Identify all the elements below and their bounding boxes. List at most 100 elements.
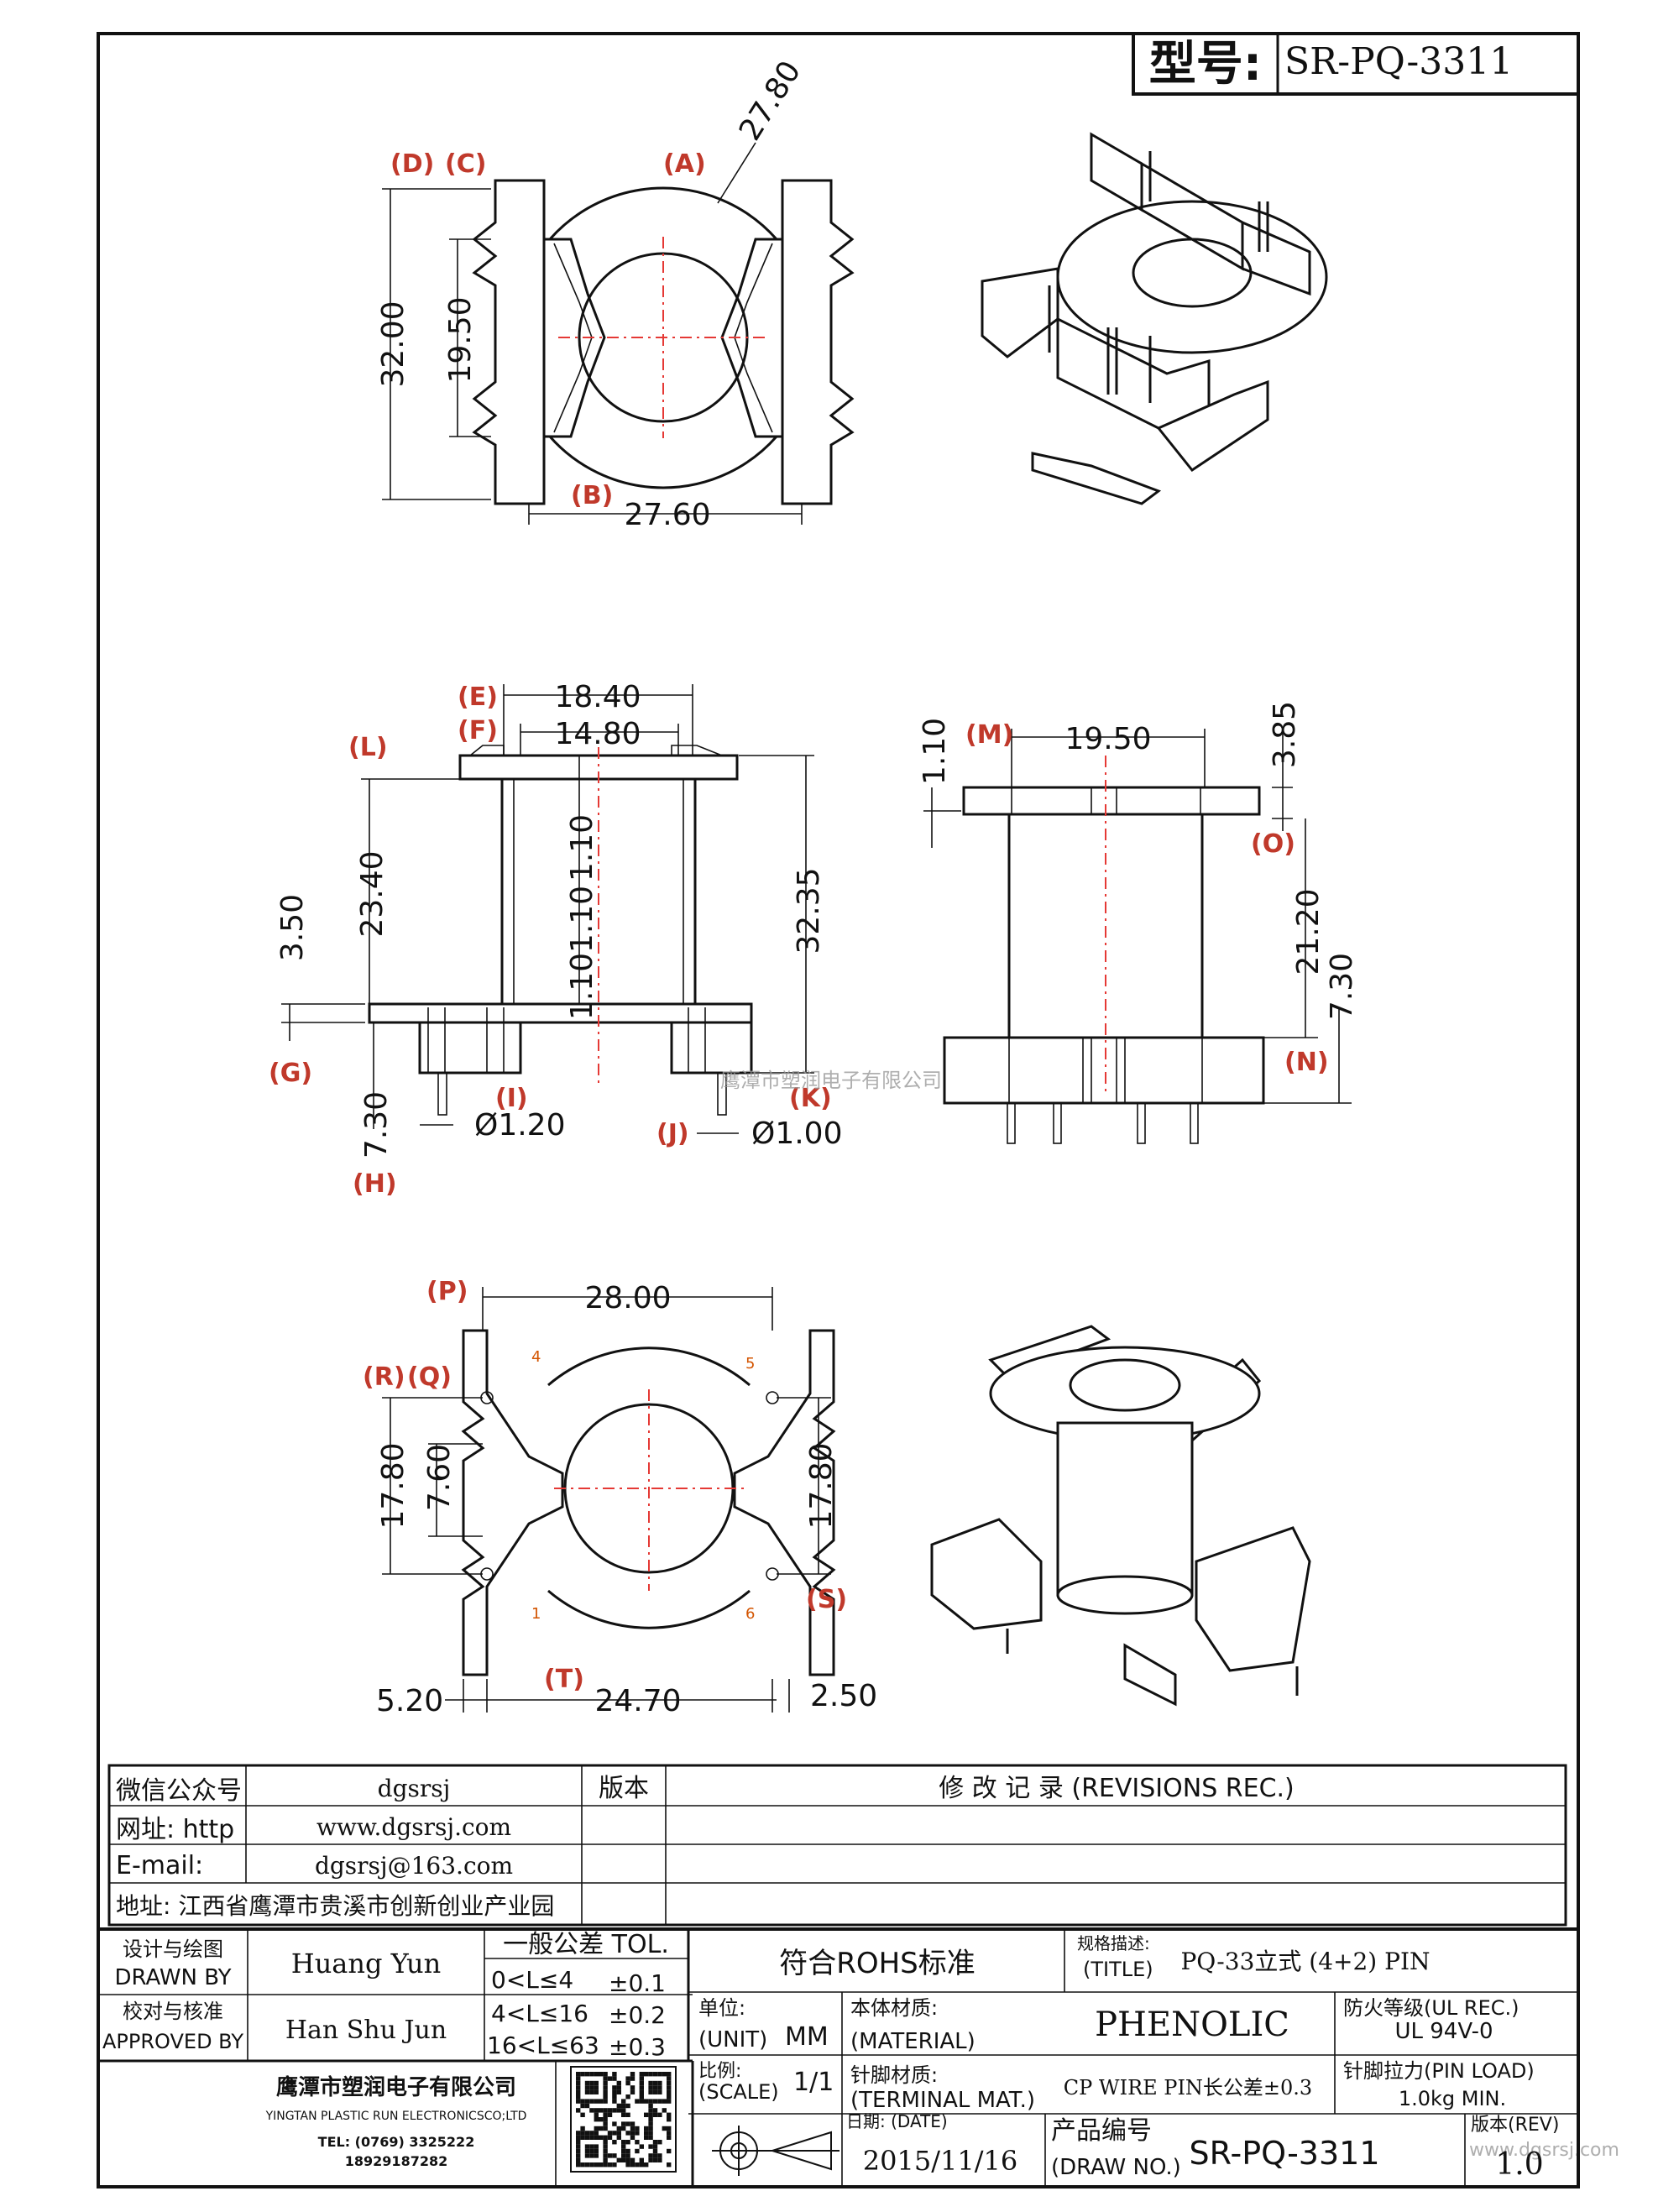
title-en: (TITLE) (1083, 1958, 1153, 1981)
dim-1-10-side: 1.10 (918, 718, 952, 785)
version-header: 版本 (599, 1774, 649, 1803)
dim-28-00: 28.00 (584, 1281, 671, 1315)
model-label: 型号: (1149, 37, 1262, 92)
dim-21-20: 21.20 (1291, 888, 1326, 975)
approved-cn: 校对与核准 (123, 2000, 223, 2023)
dim-32-00: 32.00 (376, 301, 411, 387)
terminal-value: CP WIRE PIN长公差±0.3 (1064, 2076, 1312, 2100)
title-block-grid (97, 1927, 1580, 2188)
pin-load-label: 针脚拉力(PIN LOAD) (1343, 2059, 1535, 2083)
dim-2-50: 2.50 (810, 1679, 877, 1713)
ul-value: UL 94V-0 (1394, 2019, 1493, 2044)
side-view: 19.50 1.10 3.85 21.20 7.30 (M) (O) (N) (918, 701, 1359, 1144)
tol-value-1: ±0.1 (609, 1969, 666, 1997)
qr-code (570, 2066, 677, 2173)
pin-number-5: 5 (745, 1355, 755, 1373)
drawno-en: (DRAW NO.) (1051, 2155, 1181, 2180)
scale-value: 1/1 (793, 2068, 834, 2097)
company-en: YINGTAN PLASTIC RUN ELECTRONICSCO;LTD (265, 2110, 527, 2123)
tolerance-title: 一般公差 TOL. (503, 1930, 669, 1959)
dim-17-80-left: 17.80 (376, 1442, 411, 1529)
dim-1-10-c: 1.10 (565, 953, 599, 1020)
iso-view-bottom (930, 1325, 1311, 1707)
tol-range-3: 16<L≤63 (487, 2032, 599, 2059)
date-value: 2015/11/16 (863, 2145, 1017, 2177)
rohs-text: 符合ROHS标准 (779, 1947, 975, 1980)
address-text: 地址: 江西省鹰潭市贵溪市创新创业产业园 (116, 1892, 554, 1920)
pin-number-1: 1 (531, 1605, 541, 1623)
front-view: 18.40 14.80 23.40 3.50 1.10 1.10 1.10 32… (269, 680, 843, 1199)
drawno-cn: 产品编号 (1051, 2116, 1152, 2146)
terminal-cn: 针脚材质: (850, 2063, 938, 2087)
dim-27-80: 27.80 (733, 55, 808, 147)
revisions-header: 修 改 记 录 (REVISIONS REC.) (939, 1774, 1295, 1803)
title-cn: 规格描述: (1077, 1933, 1150, 1953)
dim-7-30-front: 7.30 (359, 1091, 394, 1158)
rev-value: 1.0 (1495, 2147, 1543, 2182)
dim-pin-1-00: Ø1.00 (751, 1116, 843, 1151)
label-l: (L) (348, 733, 388, 762)
iso-view-top (981, 132, 1328, 505)
dim-23-40: 23.40 (355, 850, 390, 937)
unit-cn: 单位: (698, 1996, 745, 2020)
company-cn: 鹰潭市塑润电子有限公司 (276, 2074, 516, 2100)
label-o: (O) (1251, 829, 1295, 859)
label-g: (G) (269, 1059, 312, 1088)
drawn-name: Huang Yun (291, 1948, 441, 1979)
dim-3-50: 3.50 (275, 894, 310, 961)
pin-load-value: 1.0kg MIN. (1399, 2087, 1506, 2110)
label-h: (H) (353, 1169, 397, 1199)
website-value: www.dgsrsj.com (316, 1813, 511, 1841)
company-tel: TEL: (0769) 3325222 (318, 2134, 475, 2150)
dim-3-85: 3.85 (1268, 701, 1302, 768)
label-e: (E) (458, 682, 498, 712)
dim-5-20: 5.20 (376, 1684, 443, 1718)
label-m: (M) (965, 720, 1013, 750)
dim-1-10-a: 1.10 (565, 814, 599, 881)
email-value: dgsrsj@163.com (315, 1852, 513, 1880)
tol-value-3: ±0.3 (609, 2033, 666, 2061)
terminal-en: (TERMINAL MAT.) (850, 2088, 1035, 2113)
dim-24-70: 24.70 (594, 1684, 681, 1718)
company-phone: 18929187282 (345, 2153, 447, 2169)
label-k: (K) (789, 1084, 832, 1113)
wechat-label: 微信公众号 (116, 1776, 242, 1806)
label-i: (I) (495, 1084, 528, 1113)
dim-19-50: 19.50 (443, 296, 478, 383)
dim-1-10-b: 1.10 (565, 886, 599, 953)
unit-en: (UNIT) (698, 2027, 767, 2053)
material-value: PHENOLIC (1095, 2005, 1289, 2044)
watermark-center: 鹰潭市塑润电子有限公司 (720, 1069, 942, 1092)
model-value: SR-PQ-3311 (1284, 40, 1513, 83)
label-c: (C) (445, 149, 486, 179)
title-value: PQ-33立式 (4+2) PIN (1180, 1948, 1430, 1975)
label-p: (P) (426, 1277, 468, 1306)
label-n: (N) (1284, 1048, 1329, 1077)
scale-cn: 比例: (698, 2061, 741, 2082)
tol-range-1: 0<L≤4 (491, 1966, 573, 1994)
label-f: (F) (458, 716, 498, 745)
top-view: 32.00 19.50 27.60 27.80 (D) (C) (A) (B) (376, 55, 855, 532)
ul-label: 防火等级(UL REC.) (1343, 1996, 1519, 2020)
dim-18-40: 18.40 (554, 680, 641, 714)
tol-value-2: ±0.2 (609, 2001, 666, 2029)
dim-19-50-side: 19.50 (1064, 722, 1151, 756)
scale-en: (SCALE) (698, 2080, 779, 2104)
label-a: (A) (663, 149, 706, 179)
dim-32-35: 32.35 (792, 867, 826, 954)
material-cn: 本体材质: (850, 1996, 938, 2020)
approved-name: Han Shu Jun (285, 2016, 447, 2045)
tol-range-2: 4<L≤16 (491, 2000, 588, 2027)
material-en: (MATERIAL) (850, 2029, 975, 2054)
info-table (107, 1764, 1567, 1927)
label-s: (S) (806, 1585, 847, 1614)
approved-en: APPROVED BY (102, 2030, 243, 2053)
wechat-value: dgsrsj (378, 1775, 451, 1802)
label-j: (J) (656, 1119, 689, 1148)
drawno-value: SR-PQ-3311 (1190, 2135, 1380, 2172)
label-r: (R) (363, 1362, 405, 1392)
bottom-view: 4 5 1 6 28.00 17.80 7.60 17.80 5.20 24.7… (363, 1277, 877, 1718)
label-b: (B) (571, 481, 613, 510)
dim-14-80: 14.80 (554, 717, 641, 751)
